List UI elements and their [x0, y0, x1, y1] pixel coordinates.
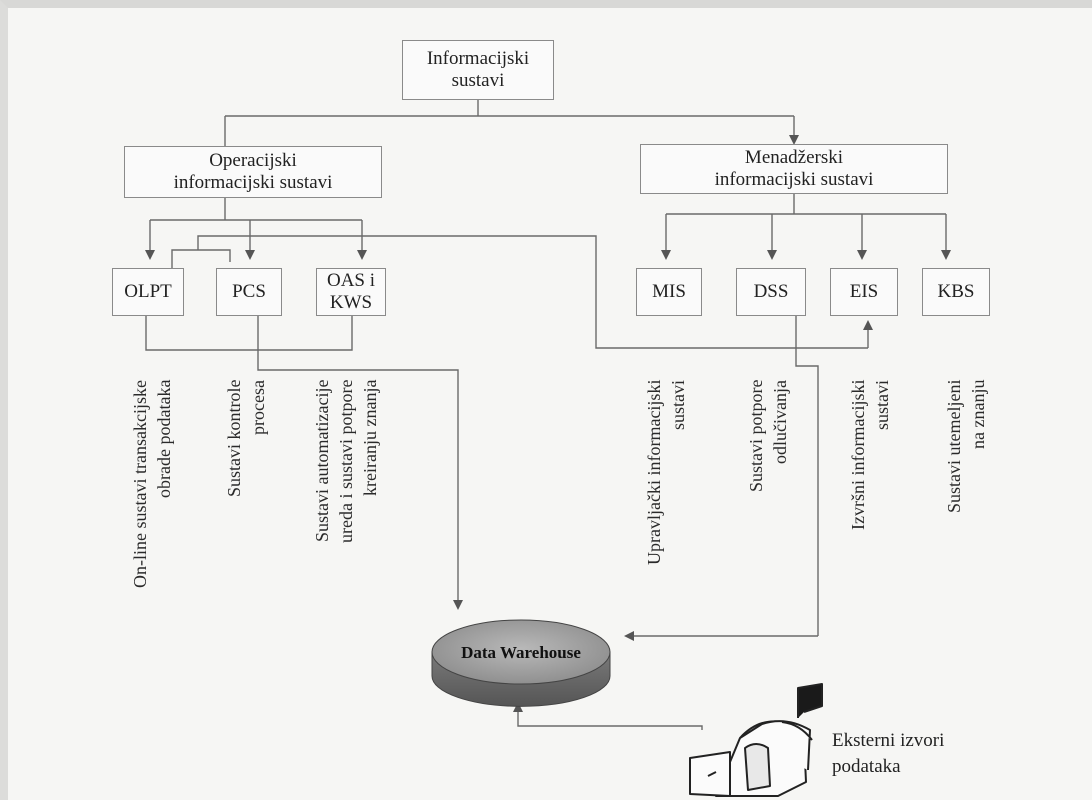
data-warehouse-disk: Data Warehouse [431, 619, 611, 707]
operational-label: Operacijski informacijski sustavi [173, 150, 333, 193]
pcs-description: Sustavi kontrole procesa [224, 380, 268, 498]
olpt-label: OLPT [124, 281, 172, 302]
pcs-node: PCS [216, 268, 282, 316]
dss-node: DSS [736, 268, 806, 316]
mailbox-icon [689, 683, 823, 797]
operational-node: Operacijski informacijski sustavi [124, 146, 382, 198]
pcs-label: PCS [232, 281, 266, 302]
kbs-node: KBS [922, 268, 990, 316]
oas-kws-node: OAS i KWS [316, 268, 386, 316]
mis-node: MIS [636, 268, 702, 316]
kbs-label: KBS [937, 281, 975, 302]
olpt-node: OLPT [112, 268, 184, 316]
external-sources-label: Eksterni izvori podataka [832, 730, 945, 777]
eis-node: EIS [830, 268, 898, 316]
eis-description: Izvršni informacijski sustavi [848, 380, 892, 531]
oas-kws-label: OAS i KWS [326, 270, 376, 313]
mis-description: Upravljački informacijski sustavi [644, 380, 688, 566]
managerial-label: Menadžerski informacijski sustavi [714, 147, 874, 190]
dss-label: DSS [753, 281, 789, 302]
root-label: Informacijski sustavi [426, 48, 530, 91]
mis-label: MIS [652, 281, 686, 302]
root-node: Informacijski sustavi [402, 40, 554, 100]
olpt-description: On-line sustavi transakcijske obrade pod… [130, 380, 174, 588]
oas-kws-description: Sustavi automatizacije ureda i sustavi p… [312, 380, 380, 544]
managerial-node: Menadžerski informacijski sustavi [640, 144, 948, 194]
kbs-description: Sustavi utemeljeni na znanju [944, 380, 988, 514]
root-connector [224, 100, 794, 146]
arrow-external-to-dw [513, 702, 703, 730]
arrow-pcs-to-dw [257, 316, 463, 610]
dss-description: Sustavi potpore odlučivanja [746, 380, 790, 493]
eis-label: EIS [849, 281, 879, 302]
data-warehouse-label: Data Warehouse [461, 643, 581, 662]
